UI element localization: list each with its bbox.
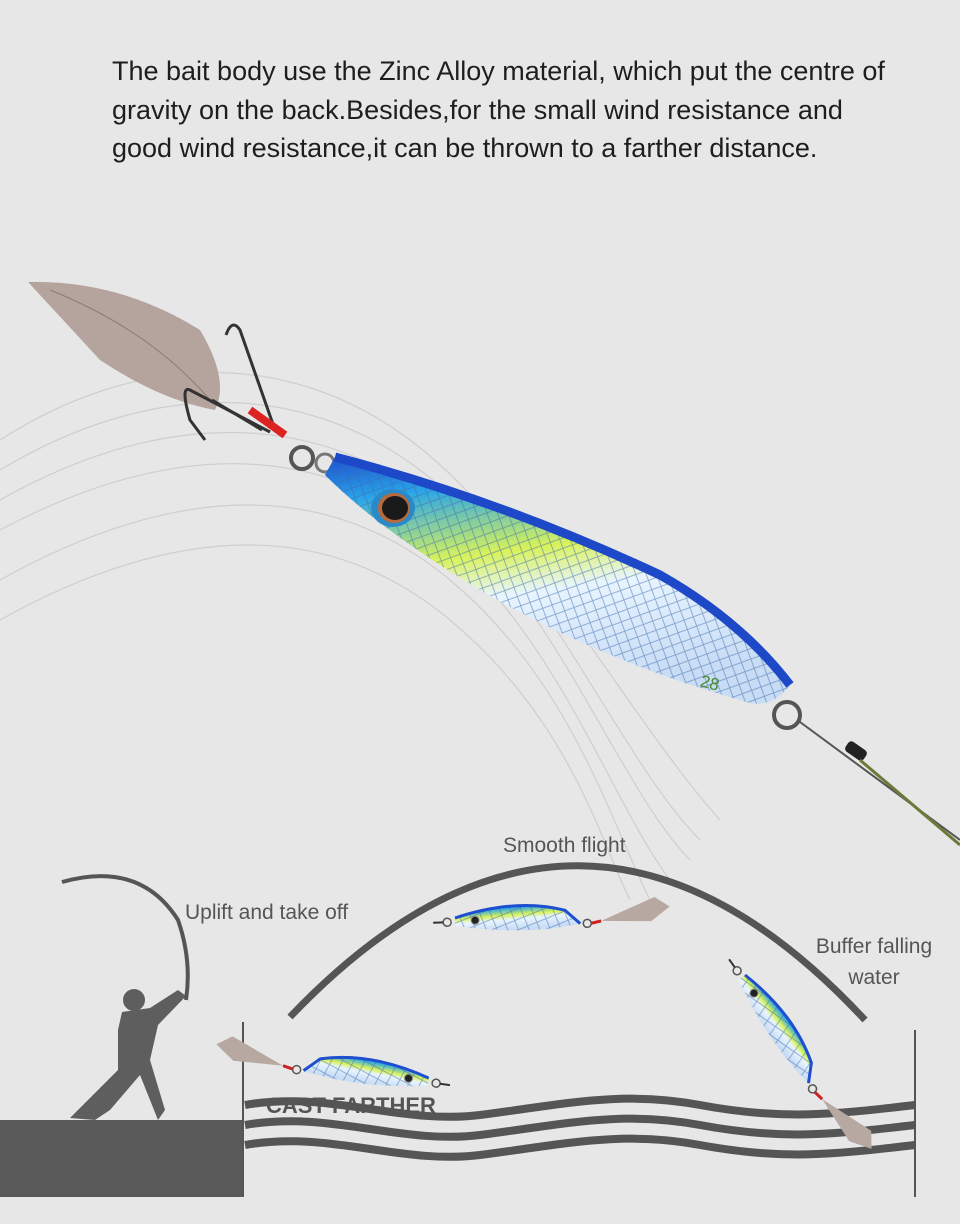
lure-in-flight-top (431, 895, 672, 935)
treble-hook-icon (183, 323, 277, 441)
motion-swoosh-lines (0, 371, 721, 901)
lure-main: 28 (28, 281, 960, 847)
cast-diagram (0, 862, 916, 1197)
shore-block (0, 1120, 243, 1197)
angler-silhouette-icon (61, 874, 190, 1120)
swivel-icon (845, 741, 867, 761)
label-smooth-flight: Smooth flight (503, 834, 626, 857)
water-waves (244, 1094, 916, 1161)
headline-text: The bait body use the Zinc Alloy materia… (112, 56, 885, 163)
flight-arc (287, 862, 868, 1023)
label-buffer-line1: Buffer falling (815, 935, 933, 958)
label-cast-farther: CAST FARTHER (266, 1093, 436, 1118)
lure-in-flight-launch (212, 1032, 454, 1098)
label-buffer-falling: Buffer falling water (808, 931, 940, 993)
label-uplift: Uplift and take off (185, 901, 349, 924)
weight-marking: 28 (698, 671, 721, 694)
feather-icon (28, 281, 220, 410)
label-buffer-line2: water (848, 966, 900, 989)
